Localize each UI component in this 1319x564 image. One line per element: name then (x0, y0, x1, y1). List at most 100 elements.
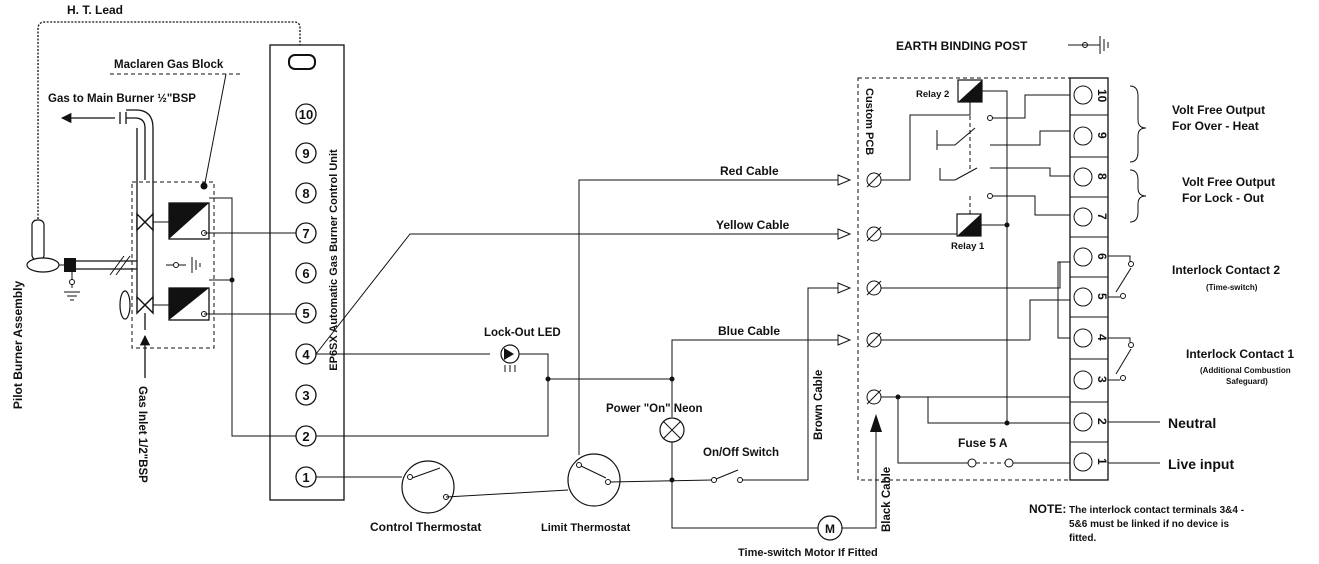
pilot-label: Pilot Burner Assembly (11, 281, 25, 410)
unit-terminal-number: 4 (302, 347, 310, 362)
onoff-switch-contact-b (737, 477, 743, 483)
lockout-brace (1129, 169, 1147, 223)
wire-motor-left (671, 480, 818, 529)
solenoid-2-fill (169, 288, 209, 320)
pilot-pipe-break-2 (115, 255, 131, 276)
gas-main-label: Gas to Main Burner ½"BSP (48, 93, 196, 105)
gas-block-leader (204, 73, 227, 184)
wire-to-fuse (897, 397, 968, 464)
black-cable-wire (842, 420, 877, 529)
unit-terminal (295, 302, 317, 324)
black-cable-label: Black Cable (881, 467, 893, 532)
inlet-filter-icon (119, 290, 131, 320)
pcb-input-socket-slash (866, 389, 882, 405)
interlock1-sub1: (Additional Combustion (1200, 366, 1291, 375)
relay1-switch-lever (954, 167, 978, 181)
blue-cable-connector (837, 334, 852, 346)
brown-cable-connector (837, 282, 852, 294)
earth-post-icon (1068, 36, 1109, 54)
solenoid-1-fill (169, 203, 209, 239)
control-thermostat-label: Control Thermostat (370, 520, 481, 534)
wire-relay2-neutral (982, 90, 1008, 423)
unit-terminal-number: 3 (302, 388, 309, 403)
relay2-switch-lever (954, 127, 976, 146)
yellow-cable-wire (315, 233, 840, 355)
red-cable-wire (578, 179, 840, 455)
gas-block-outline (131, 181, 215, 349)
pcb-terminal-group: 10 9 8 7 6 5 4 3 2 1 (1070, 85, 1109, 472)
control-unit-label: EP6SX Automatic Gas Burner Control Unit (328, 149, 340, 371)
gas-inlet-label: Gas Inlet 1/2"BSP (136, 386, 148, 483)
volt-lock-line1: Volt Free Output (1182, 175, 1275, 189)
timeswitch-motor-label: Time-switch Motor If Fitted (738, 547, 878, 559)
note-line2: 5&6 must be linked if no device is (1069, 519, 1229, 530)
brown-cable-wire (740, 287, 840, 481)
unit-terminal (295, 142, 317, 164)
pcb-input-sockets (866, 172, 882, 405)
control-thermostat-lever (411, 467, 441, 479)
note-line1: The interlock contact terminals 3&4 - (1069, 505, 1244, 516)
volt-lock-line2: For Lock - Out (1182, 191, 1264, 205)
unit-terminal-number: 7 (302, 226, 309, 241)
unit-terminal-group: 10 9 8 7 6 5 4 3 2 1 (295, 103, 317, 488)
interlock1-sub2: Safeguard) (1226, 377, 1268, 386)
onoff-switch-label: On/Off Switch (703, 447, 779, 459)
pcb-terminal-screw (1073, 328, 1093, 348)
ht-lead-label: H. T. Lead (67, 3, 123, 17)
relay-2-label: Relay 2 (916, 89, 949, 100)
pilot-burner-icon (26, 257, 60, 273)
block-earth-icon (191, 257, 201, 273)
control-thermostat-icon (401, 460, 455, 514)
interlock2-contact-b (1120, 293, 1126, 299)
pcb-terminal-screw (1073, 287, 1093, 307)
limit-thermostat-lever (580, 465, 607, 479)
pcb-input-socket-slash (866, 280, 882, 296)
pcb-terminal-screw (1073, 412, 1093, 432)
wire-t2-led (316, 379, 549, 437)
pcb-terminal-number: 1 (1095, 458, 1109, 465)
pcb-terminal-number: 4 (1095, 334, 1109, 341)
wire-red-relay2 (881, 102, 971, 181)
relay-1-fill (957, 214, 981, 236)
pcb-terminal-number: 6 (1095, 253, 1109, 260)
neutral-label: Neutral (1168, 415, 1216, 431)
note-line3: fitted. (1069, 533, 1096, 544)
relay1-junction (1004, 222, 1010, 228)
wire-control-limit (445, 489, 569, 498)
limit-thermostat-label: Limit Thermostat (541, 522, 631, 534)
pcb-terminal-number: 8 (1095, 173, 1109, 180)
unit-terminal-number: 5 (302, 306, 309, 321)
pilot-pipe (76, 260, 137, 270)
yellow-cable-connector (837, 228, 852, 240)
pcb-terminal-number: 3 (1095, 376, 1109, 383)
interlock1-contact-a (1128, 342, 1134, 348)
unit-terminal-number: 2 (302, 429, 309, 444)
limit-thermostat-icon (567, 453, 621, 507)
pcb-terminal-screw (1073, 167, 1093, 187)
pcb-terminal-screw (1073, 247, 1093, 267)
power-neon-label: Power "On" Neon (606, 403, 703, 415)
block-earth-point (173, 262, 179, 268)
wire-relay2-t10 (992, 94, 1070, 119)
gas-block-label: Maclaren Gas Block (114, 59, 224, 71)
pcb-terminal-screw (1073, 370, 1093, 390)
onoff-switch-contact-a (711, 477, 717, 483)
lockout-led-diode (504, 348, 514, 360)
pilot-earth-icon (64, 291, 80, 301)
unit-terminal (295, 384, 317, 406)
relay2-contact (987, 115, 993, 121)
pilot-earth-point (69, 279, 75, 285)
lockout-led-label: Lock-Out LED (484, 327, 561, 339)
ht-lead-wire (37, 21, 301, 250)
relay2-common-lead (936, 130, 955, 146)
pcb-terminal-number: 2 (1095, 418, 1109, 425)
live-label: Live input (1168, 456, 1234, 472)
lockout-led-rays (504, 365, 516, 372)
wire-relay1-t7 (992, 195, 1070, 216)
unit-terminal (295, 182, 317, 204)
brown-cable-label: Brown Cable (813, 370, 825, 440)
interlock-blue-link (1029, 299, 1070, 340)
gas-main-pipe (119, 109, 154, 180)
ht-lead-socket (288, 54, 316, 70)
common-junction (229, 277, 235, 283)
